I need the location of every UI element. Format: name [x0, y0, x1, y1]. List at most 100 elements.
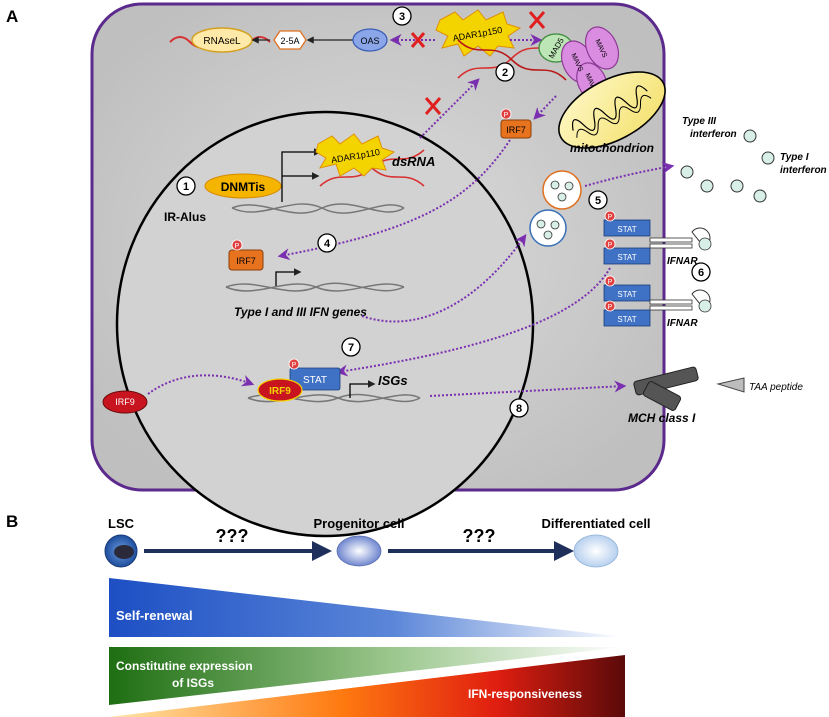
- arrow-irf9-to-nucleus: [147, 374, 255, 395]
- two-5a-node: [273, 30, 307, 50]
- self-renewal-label: Self-renewal: [116, 608, 193, 623]
- phospho-label: P: [608, 304, 613, 311]
- oas-label: OAS: [360, 36, 379, 46]
- nucleus: [115, 110, 535, 538]
- transcription-arrow: [275, 268, 302, 286]
- mhc-class-i: [633, 366, 699, 411]
- phospho-marker: [604, 238, 616, 250]
- mhc-label: MCH class I: [628, 411, 696, 425]
- step-7-marker: [341, 337, 361, 357]
- adar-p150-burst: [435, 9, 522, 57]
- constitutive-isg-gradient: [109, 647, 625, 705]
- step-8-label: 8: [516, 403, 522, 415]
- step-5-label: 5: [595, 195, 601, 207]
- step-8-marker: [509, 398, 529, 418]
- phospho-marker: [231, 239, 243, 251]
- ifnar-label: IFNAR: [667, 256, 698, 267]
- interferon-particle: [680, 129, 775, 203]
- stat-nuclear: [289, 367, 341, 391]
- irf7-label: IRF7: [506, 125, 526, 135]
- ifnar-label: IFNAR: [667, 318, 698, 329]
- inhibit-x-icon: [528, 11, 546, 29]
- taa-peptide-icon: [716, 377, 745, 393]
- mitochondrion-label: mitochondrion: [570, 141, 654, 155]
- dsrna-label: dsRNA: [392, 154, 435, 169]
- dnmtis-label: DNMTis: [221, 180, 266, 194]
- type3-interferon-label: interferon: [690, 129, 737, 140]
- panel-b-label: B: [6, 512, 18, 531]
- phospho-marker: [500, 108, 512, 120]
- phospho-label: P: [235, 243, 240, 250]
- type1-interferon-label: interferon: [780, 165, 827, 176]
- step-4-marker: [317, 233, 337, 253]
- step-6-label: 6: [698, 267, 704, 279]
- step-4-label: 4: [324, 238, 331, 250]
- panel-a-label: A: [6, 7, 18, 26]
- irf9-label: IRF9: [269, 386, 291, 397]
- arrow-receptor-to-stat: [335, 267, 611, 377]
- phospho-label: P: [292, 362, 297, 369]
- inhibit-x-icon: [424, 97, 442, 115]
- constitutive-isg-label: Constitutine expression: [116, 659, 253, 673]
- phospho-marker: [604, 275, 616, 287]
- stat-label: STAT: [617, 315, 636, 324]
- step-3-label: 3: [399, 11, 405, 23]
- ifn-vesicle: [542, 170, 582, 210]
- isgs-label: ISGs: [378, 373, 408, 388]
- stat-label: STAT: [617, 253, 636, 262]
- phospho-label: P: [608, 242, 613, 249]
- unknown-label: ???: [216, 526, 249, 546]
- phospho-marker: [604, 300, 616, 312]
- step-6-marker: [691, 262, 711, 282]
- two-5a-label: 2-5A: [280, 36, 299, 46]
- type3-interferon-label: Type III: [682, 116, 716, 127]
- differentiated-label: Differentiated cell: [541, 516, 650, 531]
- ifn-responsiveness-label: IFN-responsiveness: [468, 687, 582, 701]
- arrow-secretion: [584, 161, 675, 187]
- stat-label: STAT: [617, 290, 636, 299]
- adar-p110-burst: [315, 133, 396, 177]
- oas-node: [352, 28, 388, 52]
- ifnar-receptor: [603, 219, 712, 265]
- mitochondrion: [558, 71, 666, 149]
- unknown-label: ???: [463, 526, 496, 546]
- differentiated-cell-icon: [573, 534, 619, 568]
- irf7-nuclear: [228, 249, 264, 271]
- constitutive-isg-label: of ISGs: [172, 676, 214, 690]
- step-5-marker: [588, 190, 608, 210]
- progenitor-cell-icon: [336, 535, 382, 567]
- ir-alus-label: IR-Alus: [164, 210, 206, 224]
- stat-label: STAT: [617, 225, 636, 234]
- irf9-cytoplasmic: [102, 390, 148, 414]
- irf9-label: IRF9: [115, 397, 135, 407]
- step-2-label: 2: [502, 67, 508, 79]
- step-1-label: 1: [183, 181, 189, 193]
- phospho-label: P: [608, 279, 613, 286]
- irf9-nuclear: [257, 378, 303, 402]
- lsc-nucleus-icon: [114, 545, 134, 559]
- irf7-cytoplasmic: [500, 119, 532, 139]
- transcription-arrow: [281, 148, 322, 202]
- progenitor-label: Progenitor cell: [313, 516, 404, 531]
- phospho-marker: [604, 210, 616, 222]
- ifn-vesicle: [529, 209, 567, 247]
- arrow-genes-to-vesicle: [361, 234, 527, 323]
- step-1-marker: [176, 176, 196, 196]
- transcription-arrow: [349, 380, 376, 398]
- arrow-isgs-to-mhc: [429, 380, 627, 397]
- phospho-label: P: [608, 214, 613, 221]
- phospho-marker: [288, 358, 300, 370]
- step-7-label: 7: [348, 342, 354, 354]
- rnasel-label: RNAseL: [203, 36, 241, 47]
- ifn-genes-label: Type I and III IFN genes: [234, 305, 367, 319]
- inhibit-x-icon: [410, 32, 426, 48]
- step-2-marker: [495, 62, 515, 82]
- stat-label: STAT: [303, 375, 327, 386]
- self-renewal-gradient: [109, 578, 625, 637]
- irf7-label: IRF7: [236, 256, 256, 266]
- ifn-responsiveness-gradient: [109, 655, 625, 717]
- type1-interferon-label: Type I: [780, 152, 809, 163]
- taa-peptide-label: TAA peptide: [749, 382, 803, 393]
- ifn-genes-dna-helix: [225, 282, 405, 292]
